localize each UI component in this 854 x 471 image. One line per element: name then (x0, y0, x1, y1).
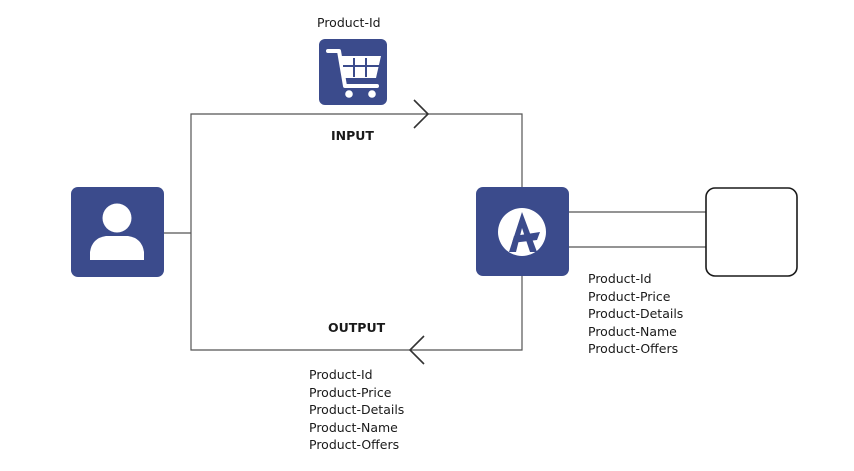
list-item: Product-Name (588, 323, 677, 339)
external-system-box (705, 187, 798, 277)
input-arrowhead (413, 99, 430, 129)
user-icon (71, 187, 164, 277)
list-item: Product-Details (309, 402, 405, 417)
output-arrowhead (408, 335, 425, 365)
input-label: INPUT (331, 128, 374, 143)
output-flow-line (190, 233, 523, 351)
list-item: Product-Details (588, 306, 684, 321)
api-logo-icon (476, 187, 569, 276)
input-flow-line (190, 113, 523, 233)
list-item: Product-Id (309, 367, 373, 382)
list-item: Product-Price (588, 288, 671, 304)
list-item: Product-Name (309, 419, 398, 435)
bottom-output-list: Product-Id Product-Price Product-Details… (309, 366, 404, 454)
right-output-list: Product-Id Product-Price Product-Details… (588, 270, 683, 358)
list-item: Product-Offers (588, 341, 679, 356)
list-item: Product-Price (309, 384, 392, 400)
output-label: OUTPUT (328, 320, 386, 335)
list-item: Product-Id (588, 271, 652, 286)
list-item: Product-Offers (309, 437, 400, 452)
top-product-id-label: Product-Id (317, 15, 381, 30)
shopping-cart-icon (319, 39, 387, 105)
